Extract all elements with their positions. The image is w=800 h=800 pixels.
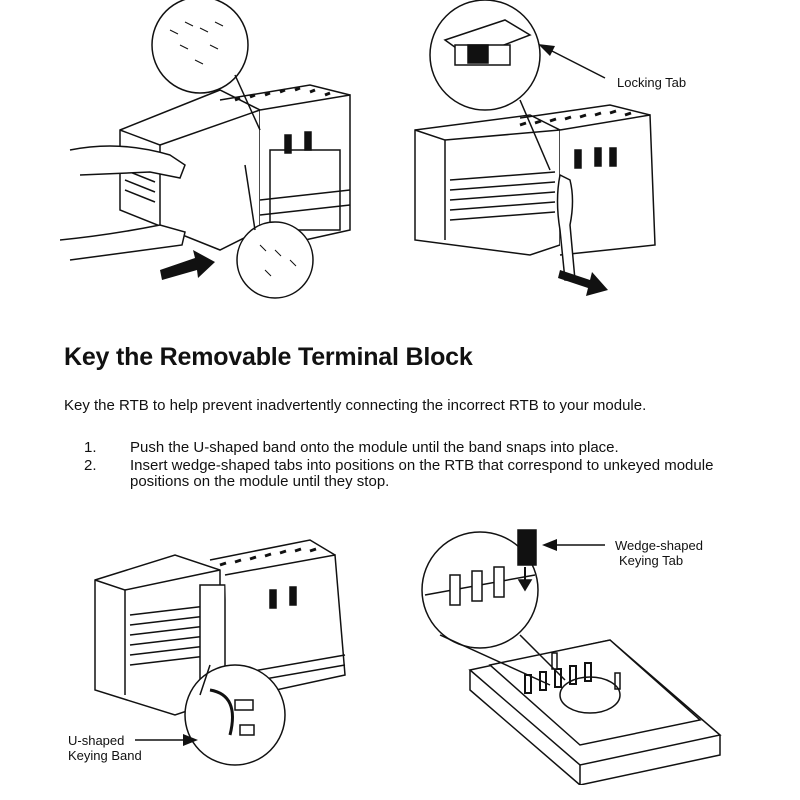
wedge-tab-label-line: Wedge-shaped: [615, 538, 703, 553]
locking-tab-label: Locking Tab: [617, 75, 687, 90]
figure-u-band: [80, 525, 380, 785]
u-band-label: U-shaped Keying Band: [68, 733, 142, 763]
wedge-tab-label-line: Keying Tab: [619, 553, 684, 568]
step-number: 1.: [84, 439, 97, 456]
step-item: 1. Push the U-shaped band onto the modul…: [64, 440, 764, 456]
install-rtb-illustration: [60, 0, 351, 299]
intro-paragraph: Key the RTB to help prevent inadvertentl…: [64, 397, 647, 414]
step-text: Insert wedge-shaped tabs into positions …: [130, 457, 714, 490]
figure-wedge-tab: [410, 525, 730, 785]
figure-locking-tab: [410, 0, 730, 300]
u-band-illustration: [94, 539, 346, 766]
figure-install-rtb-left: [60, 0, 380, 300]
u-band-label-line: U-shaped: [68, 733, 125, 748]
step-list: 1. Push the U-shaped band onto the modul…: [64, 440, 764, 492]
wedge-tab-label: Wedge-shaped Keying Tab: [615, 538, 703, 568]
wedge-tab-illustration: [421, 529, 722, 785]
step-text: Push the U-shaped band onto the module u…: [130, 439, 619, 456]
step-item: 2. Insert wedge-shaped tabs into positio…: [64, 458, 764, 490]
u-band-label-line: Keying Band: [68, 748, 142, 763]
locking-tab-illustration: [414, 0, 656, 296]
section-heading: Key the Removable Terminal Block: [64, 343, 473, 371]
step-number: 2.: [84, 457, 97, 474]
